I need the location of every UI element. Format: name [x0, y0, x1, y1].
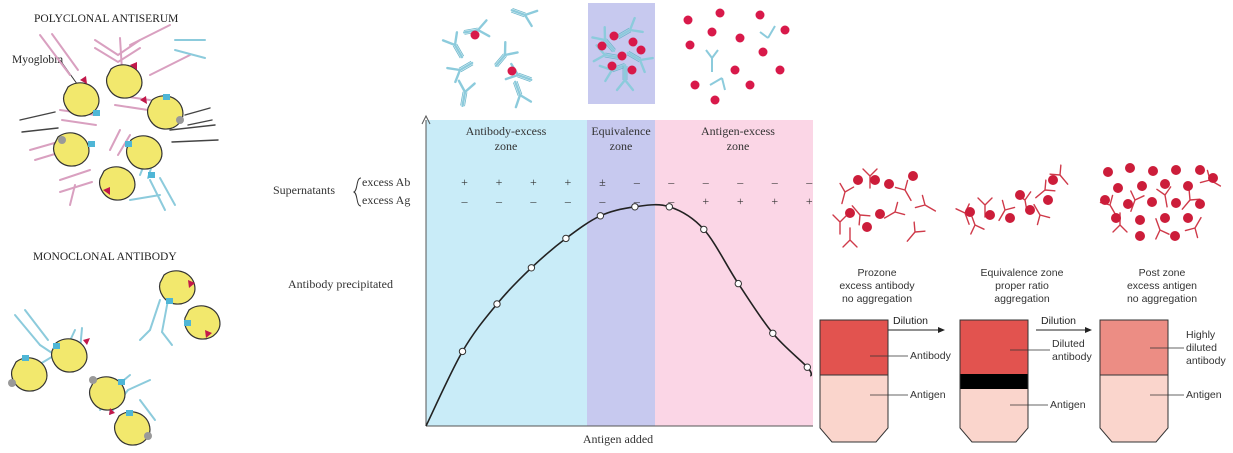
tube3-top-label-1: Highly: [1186, 329, 1216, 341]
excess-ag-sign: –: [598, 194, 606, 208]
prozone-illustration: [832, 168, 940, 248]
excess-ab-sign: –: [771, 175, 779, 189]
tube2-top-label-2: antibody: [1052, 351, 1092, 363]
zone-label-equivalence-1: Equivalence: [591, 124, 650, 138]
excess-ab-sign: +: [461, 175, 468, 189]
excess-ag-sign: +: [702, 194, 709, 208]
excess-ag-sign: –: [633, 194, 641, 208]
x-axis-label: Antigen added: [583, 432, 653, 446]
postzone-illustration: [1099, 163, 1225, 241]
zone-label-ab-excess-2: zone: [495, 139, 518, 153]
postzone-caption-1: Post zone: [1139, 267, 1186, 279]
zone-label-ag-excess-1: Antigen-excess: [701, 124, 775, 138]
equivalence-caption-3: aggregation: [994, 293, 1050, 305]
excess-ab-sign: –: [667, 175, 675, 189]
supernatants-brace: [352, 177, 362, 207]
data-point: [458, 347, 467, 356]
polyclonal-title: POLYCLONAL ANTISERUM: [34, 13, 178, 25]
precipitation-chart: Antibody-excess zone Equivalence zone An…: [273, 1, 813, 446]
data-point: [665, 203, 673, 211]
y-axis-arrowhead: [421, 114, 431, 125]
equivalence-illustration-right: [955, 164, 1074, 235]
excess-ag-sign: +: [737, 194, 744, 208]
equivalence-caption-1: Equivalence zone: [981, 267, 1064, 279]
data-point: [700, 225, 708, 234]
data-point: [734, 279, 742, 288]
excess-ag-sign: –: [495, 194, 503, 208]
data-point: [596, 212, 605, 220]
postzone-caption-3: no aggregation: [1127, 293, 1197, 305]
tube2-top-label-1: Diluted: [1052, 338, 1085, 350]
excess-ag-sign: –: [529, 194, 537, 208]
excess-ab-sign: –: [736, 175, 744, 189]
data-point: [769, 329, 777, 337]
excess-ab-sign: +: [565, 175, 572, 189]
excess-ag-sign: +: [806, 194, 813, 208]
monoclonal-title: MONOCLONAL ANTIBODY: [33, 251, 177, 263]
left-panel: POLYCLONAL ANTISERUM Myoglobin: [8, 13, 221, 446]
monoclonal-complexes: [8, 270, 221, 446]
zone-label-ab-excess-1: Antibody-excess: [466, 124, 547, 138]
right-panel: Prozone excess antibody no aggregation E…: [819, 163, 1226, 443]
arrow-right-icon: [1085, 327, 1092, 333]
prozone-caption-2: excess antibody: [839, 280, 915, 292]
excess-ag-signs: – – – – – – – + + + +: [461, 194, 813, 208]
postzone-caption-2: excess antigen: [1127, 280, 1197, 292]
excess-ab-sign: –: [805, 175, 813, 189]
excess-ab-label: excess Ab: [362, 175, 410, 189]
excess-ag-sign: –: [667, 194, 675, 208]
excess-ag-sign: +: [771, 194, 778, 208]
tube2-bottom-label: Antigen: [1050, 399, 1086, 411]
polyclonal-complex: [19, 24, 219, 211]
tube1-top-label: Antibody: [910, 350, 952, 362]
equivalence-caption-2: proper ratio: [995, 280, 1049, 292]
equivalence-zone-bg: [587, 120, 655, 426]
excess-ag-sign: –: [564, 194, 572, 208]
prozone-caption-3: no aggregation: [842, 293, 912, 305]
prozone-caption-1: Prozone: [857, 267, 896, 279]
excess-ag-sign: –: [461, 194, 469, 208]
excess-ab-sign: +: [496, 175, 503, 189]
zone-label-equivalence-2: zone: [610, 139, 633, 153]
excess-ab-sign: ±: [599, 175, 606, 189]
ag-excess-illustration: [683, 8, 790, 105]
test-tube-icon: [959, 319, 1050, 443]
y-axis-label: Antibody precipitated: [288, 277, 393, 291]
dilution-label-2: Dilution: [1041, 315, 1076, 327]
test-tube-icon: [1099, 319, 1184, 443]
ab-excess-illustration: [441, 1, 539, 109]
excess-ag-label: excess Ag: [362, 193, 410, 207]
data-point: [562, 234, 570, 243]
tube3-top-label-3: antibody: [1186, 355, 1226, 367]
tube1-bottom-label: Antigen: [910, 389, 946, 401]
test-tube-icon: [819, 319, 908, 443]
tube3-top-label-2: diluted: [1186, 342, 1217, 354]
data-point: [527, 264, 536, 272]
excess-ab-sign: –: [702, 175, 710, 189]
excess-ab-sign: –: [633, 175, 641, 189]
dilution-label-1: Dilution: [893, 315, 928, 327]
tube3-bottom-label: Antigen: [1186, 389, 1222, 401]
data-point: [493, 300, 501, 308]
excess-ab-sign: +: [530, 175, 537, 189]
antigen-icon: [470, 30, 480, 40]
excess-ab-signs: + + + + ± – – – – – –: [461, 175, 813, 189]
supernatants-label: Supernatants: [273, 183, 335, 197]
data-point: [631, 203, 639, 211]
zone-label-ag-excess-2: zone: [727, 139, 750, 153]
ab-excess-zone-bg: [426, 120, 587, 426]
equivalence-illustration: [591, 16, 654, 92]
ag-excess-zone-bg: [655, 120, 813, 426]
arrow-right-icon: [938, 327, 945, 333]
data-point: [803, 363, 811, 371]
myoglobin-label: Myoglobin: [12, 54, 63, 66]
data-points: [458, 203, 811, 371]
antigen-icon: [507, 66, 517, 76]
